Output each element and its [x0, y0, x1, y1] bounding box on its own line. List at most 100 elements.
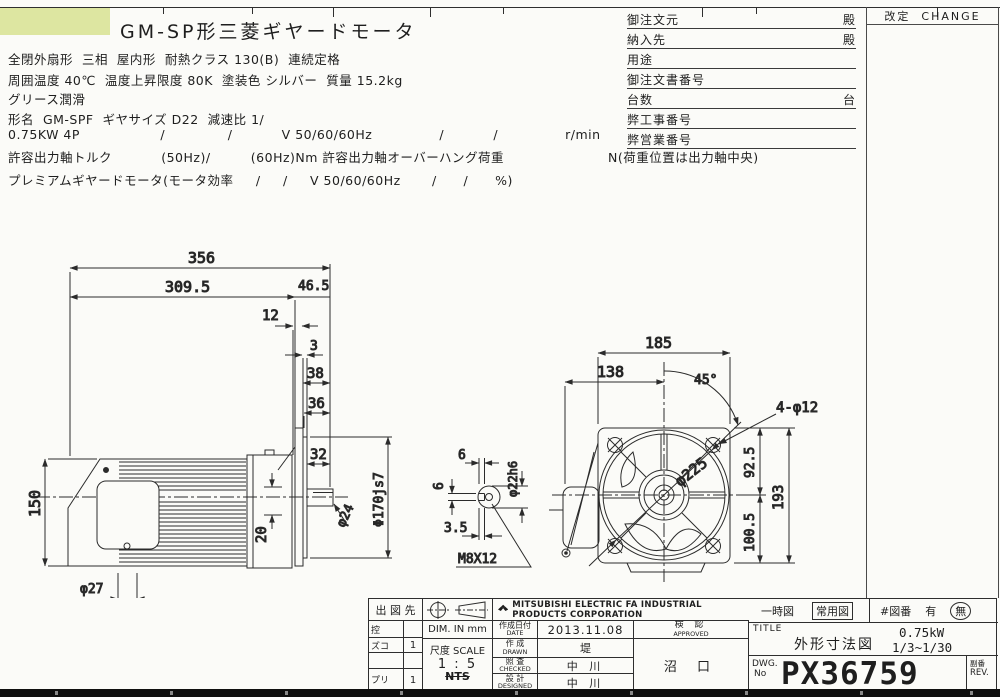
issue-to-cell: 出 図 先 [369, 599, 423, 621]
dim-hole-dia: φ27 [80, 582, 103, 597]
figure-type-row: 一時図 常用図 #図番 有 無 [749, 599, 998, 623]
date-label-en: DATE [506, 629, 524, 638]
puri-cell: プリ [369, 669, 404, 691]
title-label: TITLE [753, 624, 783, 634]
dim-angle: 45° [694, 373, 717, 388]
zone-tick [702, 8, 703, 17]
approved-label-en: APPROVED [673, 629, 709, 638]
checked-label-jp: 照 査 [505, 658, 525, 666]
dim-36: 36 [308, 396, 325, 412]
order-suffix: 殿 [842, 33, 856, 47]
title-row: TITLE 外形寸法図 0.75kW 1/3~1/30 [749, 623, 998, 656]
power-value: 0.75kW [899, 625, 945, 640]
date-label-cell: 作成日付 DATE [493, 621, 538, 639]
dim-body-length: 309.5 [165, 278, 210, 296]
dimension-drawing: 356 309.5 46.5 12 3 38 36 32 150 2 [26, 249, 819, 598]
third-angle-projection-icon [426, 600, 488, 619]
edge-tick [55, 691, 58, 695]
revision-change-column: 改定 CHANGE [866, 7, 999, 598]
dim-height-193: 193 [771, 485, 787, 510]
edge-tick [630, 691, 633, 695]
order-row: 御注文元 殿 [627, 9, 856, 29]
edge-tick [170, 691, 173, 695]
drawn-label-cell: 作 成 DRAWN [493, 639, 538, 658]
order-row: 御注文書番号 [627, 69, 856, 89]
zuko-value: 1 [404, 638, 423, 653]
dim-height-1005: 100.5 [743, 513, 758, 552]
dim-key-20: 20 [254, 526, 270, 543]
approved-label-cell: 検 認 APPROVED [634, 621, 749, 639]
dim-key-height: 6 [432, 482, 447, 490]
spec-line-7: プレミアムギヤードモータ(モータ効率 / / V 50/60/60Hz / / … [8, 173, 513, 188]
temp-figure-label: 一時図 [761, 604, 794, 618]
dim-shaft-fit: φ22h6 [506, 461, 520, 497]
order-label: 台数 [627, 93, 654, 107]
zuko-cell: ズコ [369, 638, 404, 653]
blank-cell [369, 653, 404, 669]
divider [966, 656, 967, 691]
title-value: 外形寸法図 [794, 637, 874, 653]
edge-tick [400, 691, 403, 695]
figure-number-yes: 有 [925, 604, 937, 618]
order-suffix: 殿 [842, 13, 856, 27]
dim-tap: M8X12 [458, 552, 497, 567]
order-row: 台数 台 [627, 89, 856, 109]
order-row: 弊工事番号 [627, 109, 856, 129]
change-header: 改定 CHANGE [867, 7, 998, 25]
hikae-cell: 控 [369, 621, 404, 638]
dim-guard-dia: φ225 [671, 454, 711, 490]
checked-label-en: CHECKED [499, 665, 531, 674]
order-label: 弊工事番号 [627, 113, 693, 127]
zone-tick [252, 8, 253, 14]
mitsubishi-logo-icon [498, 604, 509, 611]
checked-label-cell: 照 査 CHECKED [493, 658, 538, 674]
dim-key-width: 6 [458, 448, 466, 463]
projection-symbol-cell [423, 599, 493, 621]
dim-38: 38 [307, 366, 324, 382]
title-block: 出 図 先 MITSUBISHI ELECTRIC FA INDUSTRIAL … [368, 598, 998, 691]
dim-gap-12: 12 [262, 308, 279, 324]
dwg-number-row: DWG. No PX36759 副番 REV. [749, 656, 998, 691]
divider [869, 599, 870, 622]
designed-value: 中 川 [538, 674, 634, 691]
scan-edge-strip [0, 689, 1000, 697]
highlight-marker [0, 8, 110, 35]
edge-tick [515, 691, 518, 695]
dim-spigot-dia: Φ170js7 [372, 472, 387, 527]
spec-line-6-tail: N(荷重位置は出力軸中央) [608, 150, 759, 165]
order-suffix: 台 [842, 93, 856, 107]
figure-number-label: #図番 [880, 604, 912, 618]
dim-key-depth: 3.5 [444, 521, 467, 536]
spec-line-2: 周囲温度 40℃ 温度上昇限度 80K 塗装色 シルバー 質量 15.2kg [8, 73, 403, 88]
sub-number-label: 副番 [970, 659, 985, 668]
scale-value: 1 : 5 [437, 656, 478, 672]
scale-label: 尺度 SCALE [429, 646, 486, 658]
edge-tick [860, 691, 863, 695]
regular-figure-label: 常用図 [812, 601, 853, 620]
order-row: 用途 [627, 49, 856, 69]
approved-value: 沼 口 [634, 639, 749, 691]
blank-value [404, 653, 423, 669]
order-info-table: 御注文元殿 納入先殿 用途 御注文書番号 台数台 弊工事番号 弊営業番号 [627, 9, 856, 149]
order-row: 弊営業番号 [627, 129, 856, 149]
dim-height-925: 92.5 [743, 447, 758, 478]
dim-in-mm-cell: DIM. IN mm [423, 621, 493, 639]
zone-tick [503, 8, 504, 14]
order-label: 弊営業番号 [627, 133, 693, 147]
dim-32: 32 [310, 447, 327, 463]
date-label-jp: 作成日付 [499, 621, 531, 630]
edge-tick [285, 691, 288, 695]
company-name: MITSUBISHI ELECTRIC FA INDUSTRIAL PRODUC… [512, 599, 702, 620]
zone-tick [333, 8, 334, 17]
dim-thickness-3: 3 [310, 339, 318, 354]
date-value: 2013.11.08 [538, 621, 634, 639]
zone-tick [756, 8, 757, 14]
spec-line-4: 形名 GM-SPF ギヤサイズ D22 減速比 1/ [8, 112, 265, 127]
drawn-value: 堤 [538, 639, 634, 658]
drawing-title: GM-SP形三菱ギヤードモータ [120, 21, 417, 43]
designed-label-en: DESIGNED [497, 682, 533, 691]
order-label: 御注文元 [627, 13, 680, 27]
dim-total-length: 356 [188, 249, 215, 267]
order-label: 納入先 [627, 33, 667, 47]
